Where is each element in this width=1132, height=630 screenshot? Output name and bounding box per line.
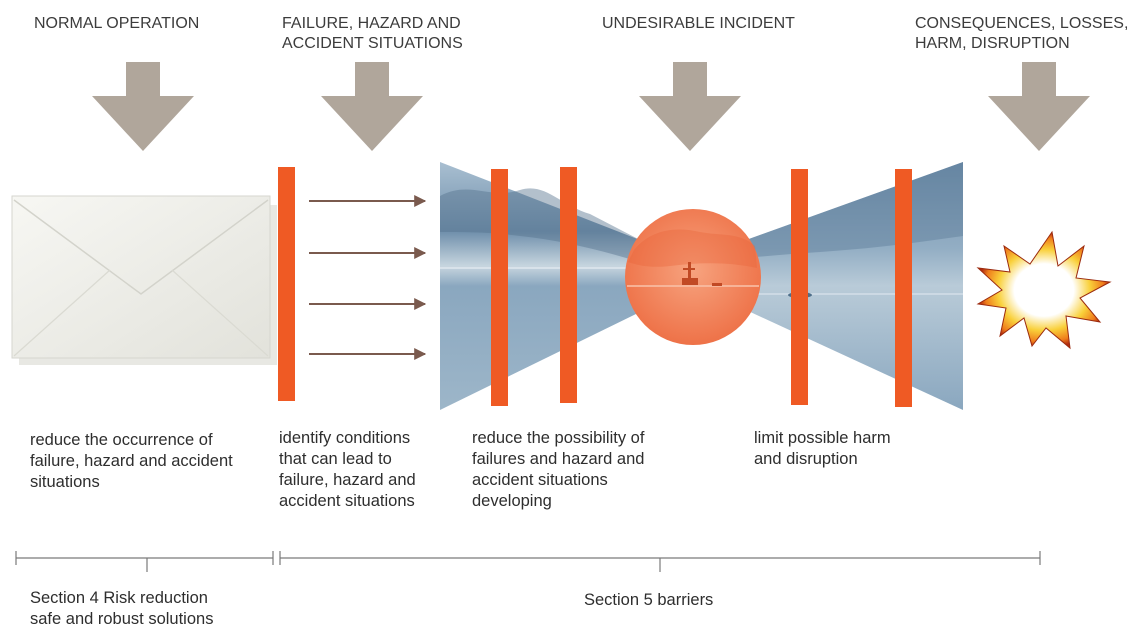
barrier-bar (895, 169, 912, 407)
section-scale (15, 551, 1041, 572)
desc-reduce-occurrence: reduce the occurrence of failure, hazard… (30, 431, 233, 491)
barrier-bar (278, 167, 295, 401)
incident-circle (625, 209, 761, 345)
desc-limit-harm: limit possible harm and disruption (754, 429, 891, 468)
down-arrow-icon (988, 62, 1090, 151)
down-arrow-icon (92, 62, 194, 151)
barrier-bar (491, 169, 508, 406)
envelope-icon (11, 195, 277, 365)
heading-undesirable-incident: UNDESIRABLE INCIDENT (602, 15, 795, 32)
barrier-bar (791, 169, 808, 405)
heading-consequences: CONSEQUENCES, LOSSES, HARM, DISRUPTION (915, 15, 1129, 52)
heading-failure-hazard: FAILURE, HAZARD AND ACCIDENT SITUATIONS (282, 15, 463, 52)
desc-reduce-possibility: reduce the possibility of failures and h… (472, 429, 645, 510)
oil-rig-icon (682, 262, 722, 286)
desc-identify-conditions: identify conditions that can lead to fai… (279, 429, 416, 510)
bowtie-left-wedge (440, 162, 640, 410)
barrier-bar (560, 167, 577, 403)
bowtie-right-wedge (746, 162, 963, 410)
explosion-icon (976, 230, 1112, 350)
footer-section4: Section 4 Risk reduction safe and robust… (30, 589, 214, 628)
down-arrow-icon (639, 62, 741, 151)
footer-section5: Section 5 barriers (584, 591, 714, 609)
down-arrow-icon (321, 62, 423, 151)
heading-normal-operation: NORMAL OPERATION (34, 15, 200, 32)
